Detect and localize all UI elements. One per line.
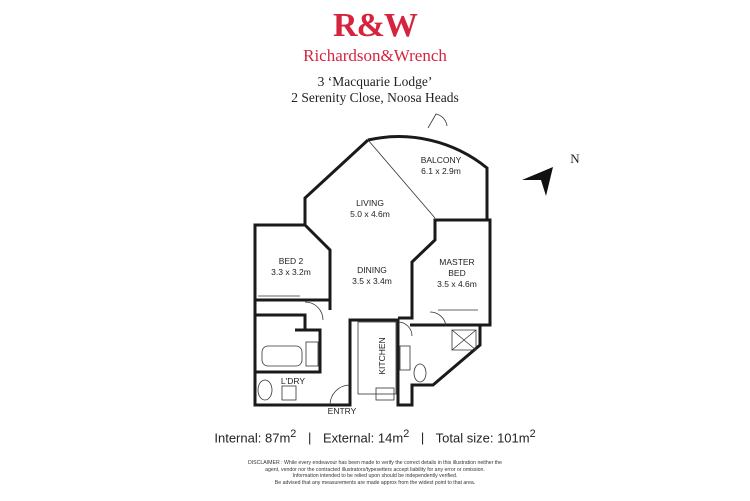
laundry-tub — [281, 385, 297, 401]
bathroom-wall — [255, 313, 322, 374]
kitchen-cooktop — [399, 345, 411, 371]
bed2-label: BED 2 — [279, 256, 304, 266]
balcony-door-swing — [427, 113, 448, 129]
address-line-1: 3 ‘Macquarie Lodge’ — [317, 74, 433, 89]
bed2-wall — [303, 223, 332, 300]
living-label: LIVING — [356, 198, 384, 208]
disclaimer-line: Information intended to be relied upon s… — [292, 473, 458, 480]
bathtub — [261, 345, 303, 367]
balcony-sliding-door — [367, 139, 436, 219]
kitchen-sink — [375, 387, 395, 401]
laundry-toilet — [257, 379, 273, 401]
internal-value: 87m — [264, 430, 291, 446]
ensuite-shower — [451, 329, 477, 351]
kitchen-label: KITCHEN — [377, 337, 387, 374]
master-label-1: MASTER — [439, 257, 474, 267]
total-value: 101m — [497, 430, 530, 446]
internal-label: Internal: — [214, 430, 262, 446]
floor-plan: BALCONY 6.1 x 2.9m LIVING 5.0 x 4.6m BED… — [253, 113, 580, 416]
external-label: External: — [322, 430, 375, 446]
separator: | — [307, 430, 312, 446]
separator: | — [420, 430, 425, 446]
unit-superscript: 2 — [290, 428, 297, 440]
unit-superscript: 2 — [403, 428, 410, 440]
laundry-label: L'DRY — [281, 376, 305, 386]
master-size: 3.5 x 4.6m — [437, 279, 477, 289]
bed2-size: 3.3 x 3.2m — [271, 267, 311, 277]
master-label-2: BED — [448, 268, 465, 278]
balcony-size: 6.1 x 2.9m — [421, 166, 461, 176]
unit-superscript: 2 — [529, 428, 536, 440]
disclaimer-line: Be advised that any measurements are mad… — [274, 479, 476, 486]
dining-size: 3.5 x 3.4m — [352, 276, 392, 286]
address-line-2: 2 Serenity Close, Noosa Heads — [291, 90, 459, 105]
dining-label: DINING — [357, 265, 387, 275]
brand-name: Richardson&Wrench — [303, 46, 447, 65]
balcony-outline — [367, 135, 489, 220]
ensuite-toilet — [413, 363, 427, 383]
bed2-door — [304, 301, 324, 321]
external-value: 14m — [377, 430, 404, 446]
kitchen-bench — [357, 321, 397, 395]
area-summary: Internal: 87m2 | External: 14m2 | Total … — [0, 428, 750, 445]
entry-door — [329, 384, 351, 406]
compass-label: N — [570, 151, 580, 166]
compass-arrow-icon — [522, 167, 553, 196]
disclaimer-line: agent, vendor nor the contracted illustr… — [265, 466, 485, 473]
ensuite-door — [397, 321, 413, 337]
entry-label: ENTRY — [328, 406, 357, 416]
brand-logo: R&W — [333, 7, 418, 44]
living-size: 5.0 x 4.6m — [350, 209, 390, 219]
bathroom-vanity — [305, 341, 319, 367]
master-door — [429, 311, 447, 327]
disclaimer: DISCLAIMER : While every endeavour has b… — [150, 460, 600, 486]
balcony-label: BALCONY — [421, 155, 462, 165]
total-label: Total size: — [435, 430, 494, 446]
disclaimer-line: DISCLAIMER : While every endeavour has b… — [247, 460, 503, 466]
